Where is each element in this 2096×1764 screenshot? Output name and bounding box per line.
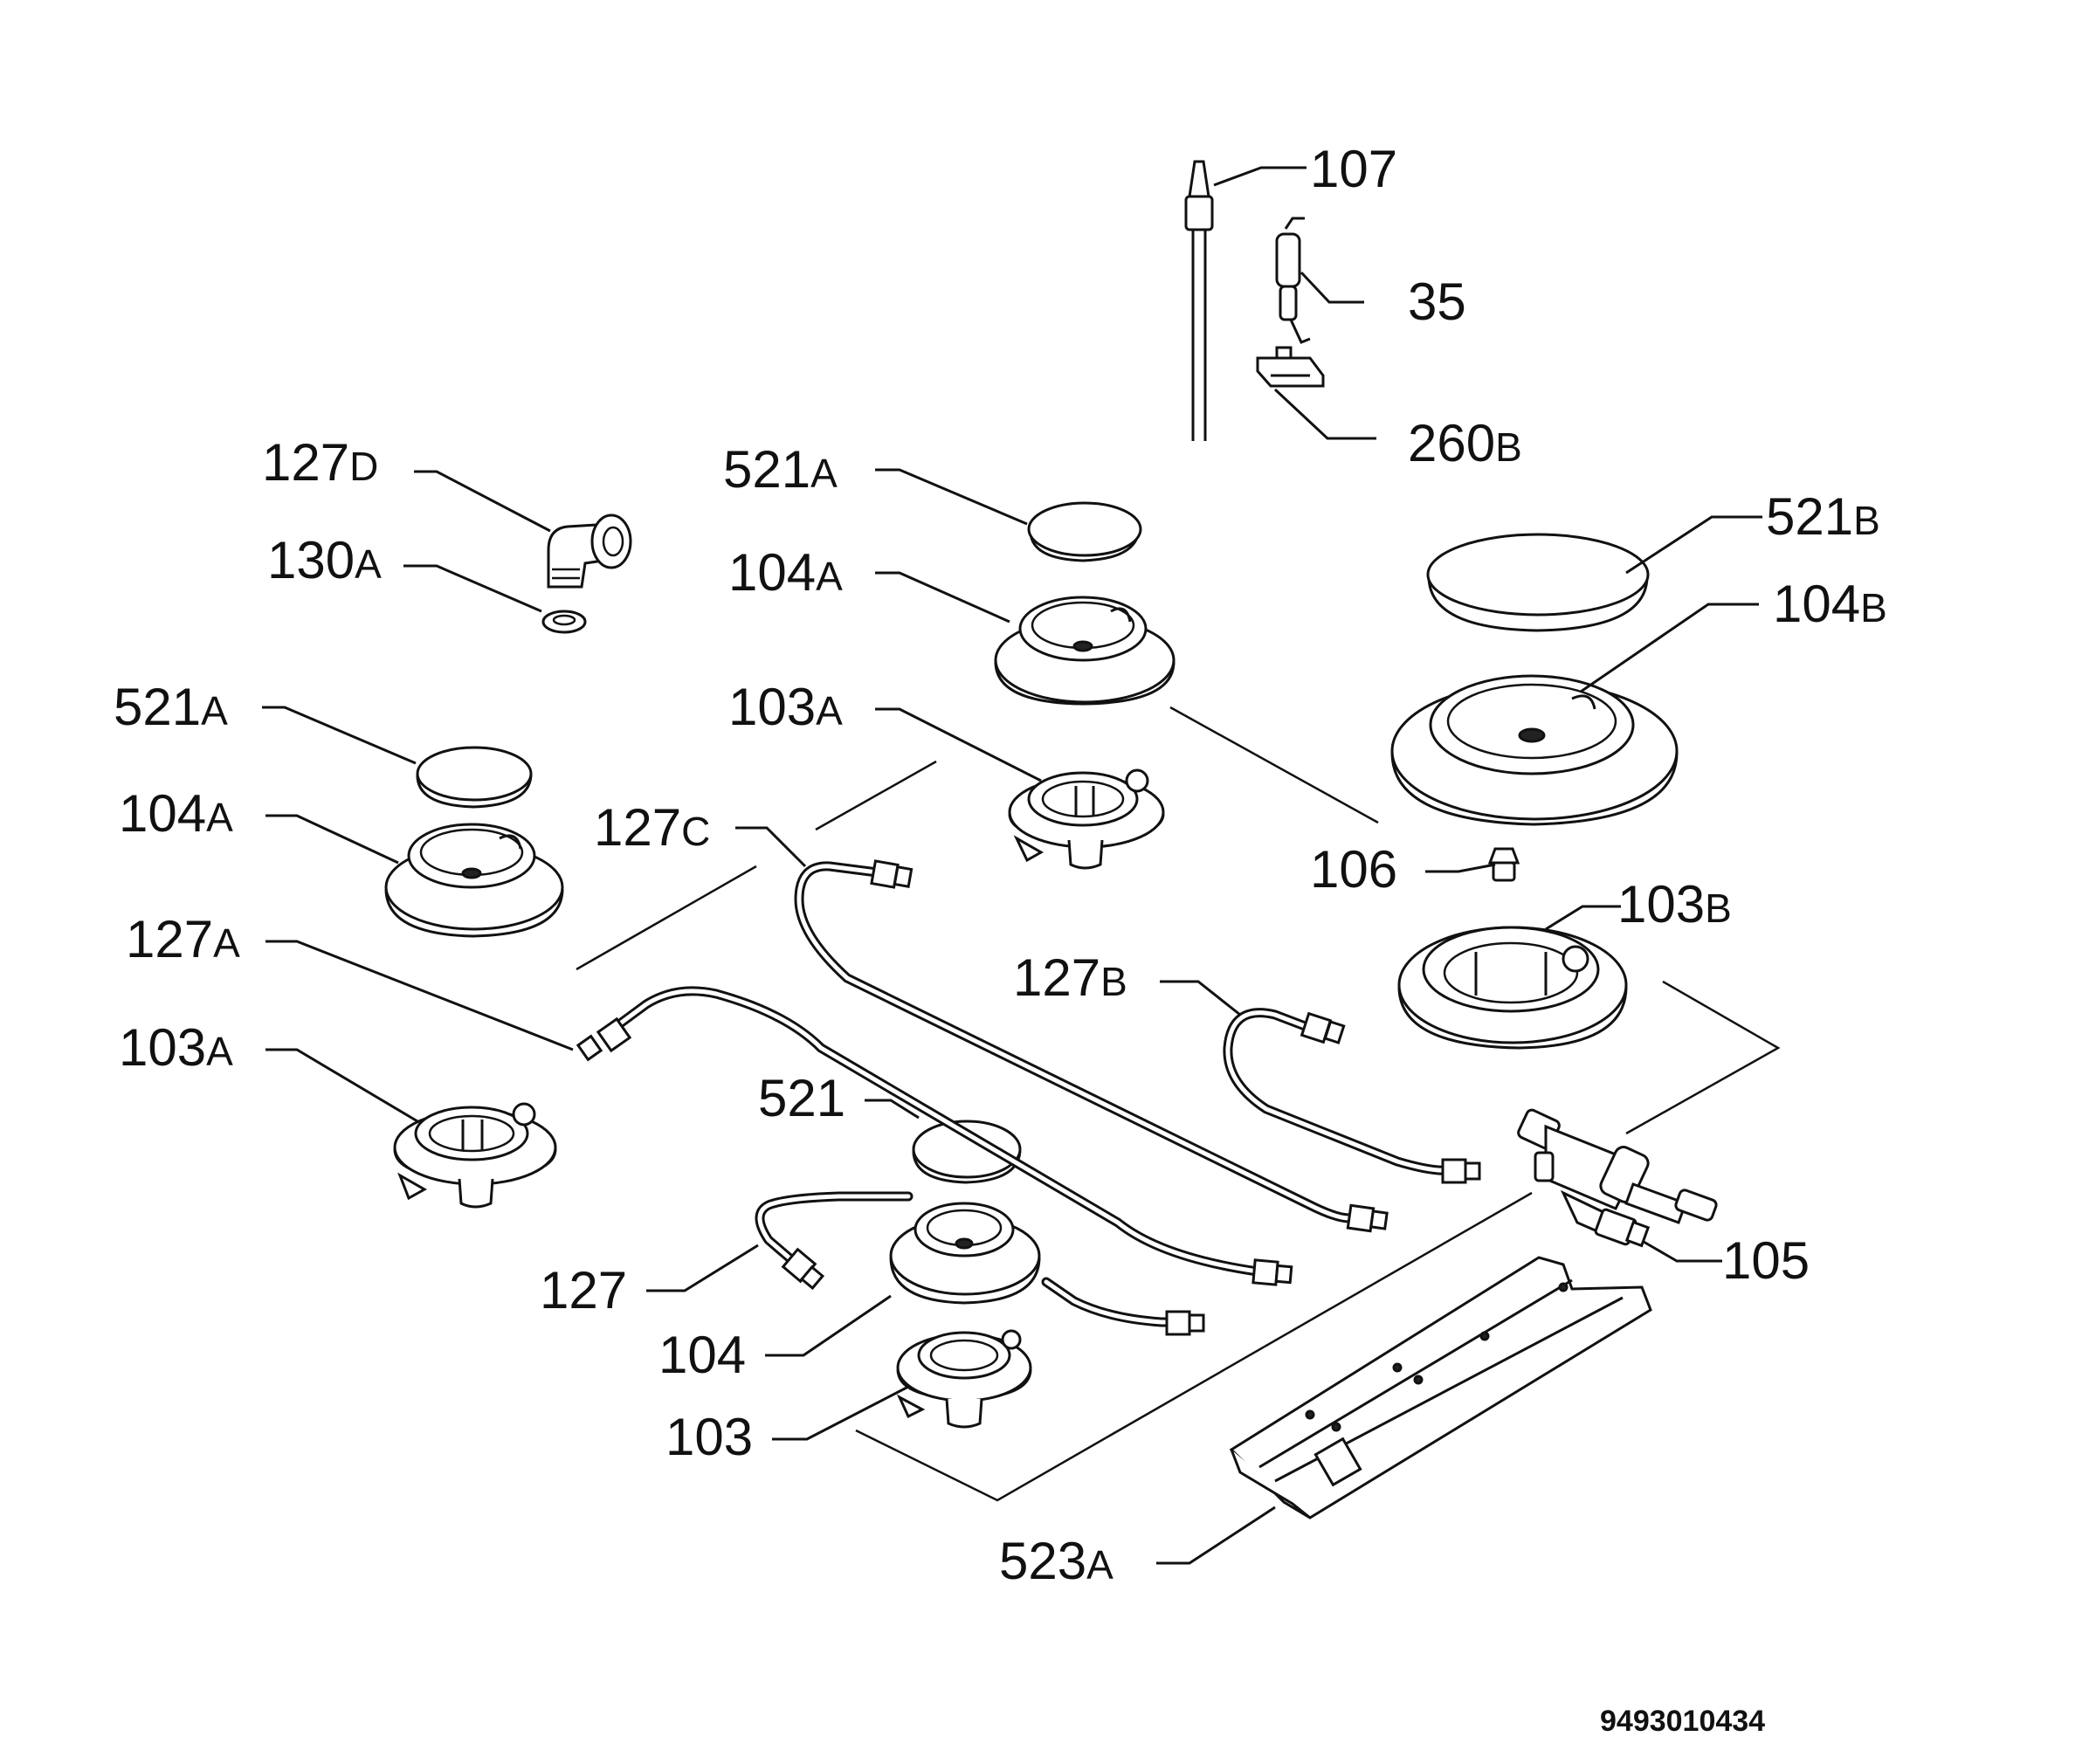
callout-106: 106 [1310, 840, 1397, 899]
part-127c-gas-tube [794, 859, 1389, 1233]
callout-103a-left: 103A [119, 1018, 233, 1077]
callout-523a: 523A [999, 1532, 1114, 1590]
drawing-code: 9493010434 [1600, 1705, 1765, 1738]
callout-127a: 127A [126, 910, 240, 968]
callout-127: 127 [540, 1261, 627, 1320]
callout-127d: 127D [262, 433, 378, 492]
callout-103a-upper: 103A [728, 678, 843, 736]
callout-104b: 104B [1773, 575, 1887, 633]
part-103a-burner-body-left [393, 1102, 557, 1209]
part-105-gas-valve [1517, 1108, 1718, 1248]
part-short-gas-tube [1041, 1277, 1205, 1336]
callout-104a-upper: 104A [728, 543, 843, 602]
callout-107: 107 [1310, 140, 1397, 198]
assembly-lines [576, 706, 1781, 1502]
part-103a-burner-body-upper [1008, 768, 1165, 870]
callout-103b: 103B [1617, 875, 1732, 934]
callout-105: 105 [1722, 1231, 1810, 1290]
part-130a-washer [541, 610, 587, 634]
callout-260b: 260B [1408, 414, 1522, 472]
callout-104a-left: 104A [119, 784, 233, 843]
part-104b-flame-spreader-large [1390, 674, 1679, 826]
part-260b-clip [1256, 346, 1325, 388]
part-127a-gas-tube [576, 986, 1293, 1286]
part-521-burner-cap-small [912, 1120, 1022, 1184]
callout-127c: 127C [594, 798, 710, 857]
part-127d-elbow-fitting [547, 513, 632, 589]
callout-103: 103 [665, 1408, 753, 1466]
part-104a-flame-spreader-left [384, 823, 564, 938]
part-521b-burner-cap-large [1426, 533, 1650, 632]
callout-130a: 130A [267, 531, 382, 589]
part-103-burner-body-small [896, 1329, 1032, 1429]
callout-104: 104 [658, 1326, 746, 1384]
callout-521a-upper: 521A [723, 440, 838, 499]
callout-35: 35 [1408, 272, 1466, 331]
callout-521a-left: 521A [114, 678, 228, 736]
part-35-ignition-electrode [1275, 217, 1311, 344]
callout-521: 521 [758, 1069, 845, 1127]
part-103b-burner-body-large [1397, 926, 1628, 1050]
part-104a-flame-spreader-upper [994, 596, 1176, 706]
part-107-thermocouple [1184, 160, 1214, 441]
callout-521b: 521B [1766, 487, 1880, 546]
leader-lines [262, 166, 1762, 1565]
part-127-gas-tube [755, 1191, 914, 1291]
part-521a-burner-cap-left [416, 746, 533, 809]
callout-labels: 107 35 260B 127D 130A 521A 104A 521B 104… [114, 140, 1887, 1590]
part-104-flame-spreader-small [889, 1202, 1041, 1305]
part-127b-gas-tube [1223, 1008, 1481, 1184]
part-523a-mounting-bracket [1229, 1256, 1652, 1519]
part-106-injector [1487, 847, 1520, 882]
part-521a-burner-cap-upper [1027, 501, 1142, 562]
callout-127b: 127B [1013, 948, 1127, 1007]
